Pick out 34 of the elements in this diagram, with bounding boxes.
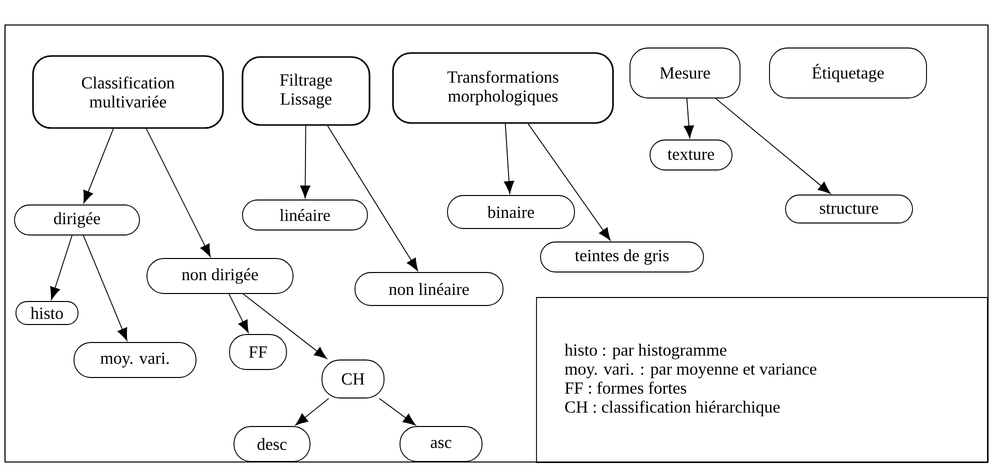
rounded-box: texture: [650, 140, 732, 170]
arrow: [378, 398, 416, 426]
arrow: [528, 123, 611, 241]
arrow: [83, 128, 114, 204]
rounded-box: non dirigée: [146, 258, 294, 294]
arrow: [242, 294, 327, 359]
arrow: [504, 123, 514, 194]
arrow: [228, 294, 249, 333]
rounded-box: histo: [16, 301, 78, 325]
arrow: [146, 128, 211, 257]
rounded-box: Étiquetage: [769, 48, 927, 98]
arrow: [82, 235, 128, 341]
arrow: [715, 98, 831, 194]
arrow: [50, 235, 72, 300]
rounded-box: non linéaire: [354, 272, 504, 306]
rounded-box: Transformations morphologiques: [392, 52, 614, 124]
rounded-box: dirigée: [14, 204, 140, 236]
rounded-box: desc: [234, 426, 310, 462]
rounded-box: Classification multivariée: [32, 55, 224, 129]
rounded-box: Mesure: [630, 48, 740, 98]
arrow: [295, 398, 330, 426]
rounded-box: Filtrage Lissage: [242, 56, 370, 126]
rounded-box: teintes de gris: [540, 242, 704, 272]
rounded-box: CH: [322, 360, 384, 398]
rounded-box: structure: [785, 194, 913, 224]
rounded-box: binaire: [447, 195, 575, 229]
arrow: [684, 98, 694, 138]
rounded-box: linéaire: [242, 200, 368, 230]
arrow: [300, 125, 310, 198]
arrow: [327, 125, 418, 271]
rounded-box: asc: [400, 426, 482, 462]
rounded-box: FF: [229, 334, 287, 370]
key-box: histo : par histogramme moy. vari. : par moyenne et variance FF : formes fortes CH : classification hiérarchique: [536, 297, 988, 463]
rounded-box: moy. vari.: [74, 342, 196, 378]
